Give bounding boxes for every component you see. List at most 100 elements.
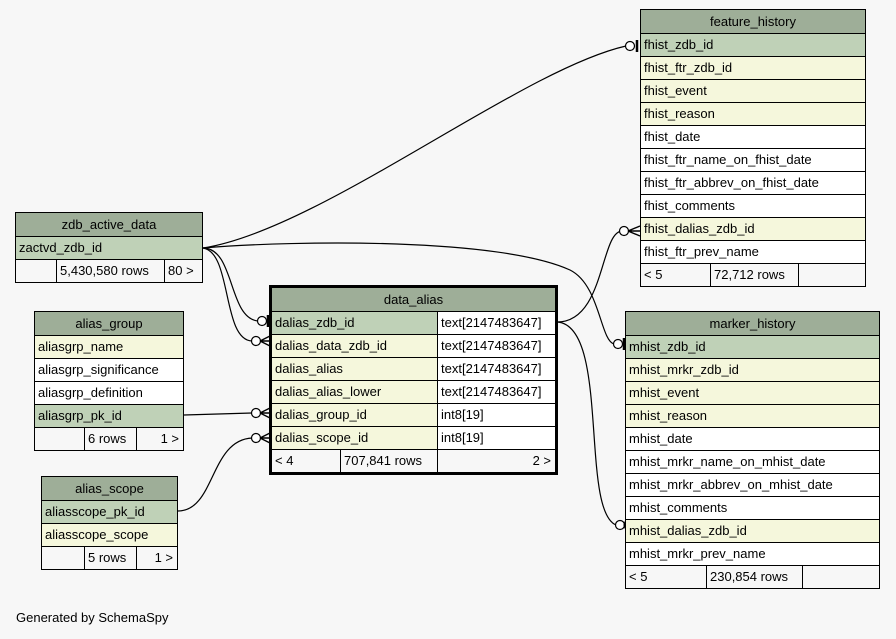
table-alias-scope[interactable]: alias_scope aliasscope_pk_id aliasscope_… xyxy=(41,476,178,570)
generated-by-label: Generated by SchemaSpy xyxy=(16,610,169,625)
table-title[interactable]: feature_history xyxy=(641,10,865,34)
column-name: mhist_dalias_zdb_id xyxy=(629,523,747,538)
children-count[interactable]: 80 > xyxy=(164,260,202,282)
column-name: dalias_alias xyxy=(275,361,343,376)
parents-count[interactable]: < 5 xyxy=(629,569,648,584)
parents-count xyxy=(16,260,56,282)
row-count: 5 rows xyxy=(84,547,136,569)
column-row[interactable]: mhist_zdb_id xyxy=(626,336,879,359)
children-count xyxy=(798,264,865,286)
table-feature-history[interactable]: feature_history fhist_zdb_id fhist_ftr_z… xyxy=(640,9,866,287)
column-row[interactable]: aliasgrp_name xyxy=(35,336,183,359)
column-name: fhist_date xyxy=(644,129,701,144)
column-name: fhist_dalias_zdb_id xyxy=(644,221,755,236)
column-row[interactable]: dalias_alias_lower text[2147483647] xyxy=(272,381,555,404)
column-row[interactable]: aliasgrp_significance xyxy=(35,359,183,382)
column-row[interactable]: dalias_scope_id int8[19] xyxy=(272,427,555,450)
table-footer: 5,430,580 rows 80 > xyxy=(16,260,202,282)
column-row[interactable]: mhist_dalias_zdb_id xyxy=(626,520,879,543)
column-row[interactable]: aliasgrp_pk_id xyxy=(35,405,183,428)
children-count[interactable]: 1 > xyxy=(136,428,183,450)
column-name: dalias_scope_id xyxy=(275,430,369,445)
edge-zdb-active-to-dalias-data-zdb-id xyxy=(202,247,253,342)
column-row[interactable]: fhist_ftr_prev_name xyxy=(641,241,865,264)
table-title[interactable]: marker_history xyxy=(626,312,879,336)
column-row[interactable]: fhist_ftr_abbrev_on_fhist_date xyxy=(641,172,865,195)
table-title[interactable]: data_alias xyxy=(272,288,555,312)
column-name: fhist_ftr_prev_name xyxy=(644,244,759,259)
zero-marker xyxy=(614,519,626,531)
column-row[interactable]: mhist_date xyxy=(626,428,879,451)
column-row[interactable]: mhist_mrkr_abbrev_on_mhist_date xyxy=(626,474,879,497)
column-row[interactable]: aliasscope_pk_id xyxy=(42,501,177,524)
column-name: dalias_data_zdb_id xyxy=(275,338,388,353)
table-title[interactable]: zdb_active_data xyxy=(16,213,202,237)
edge-alias-group-to-dalias-group-id xyxy=(183,412,253,416)
column-row[interactable]: dalias_group_id int8[19] xyxy=(272,404,555,427)
parents-count[interactable]: < 5 xyxy=(644,267,663,282)
children-count xyxy=(802,566,879,588)
table-footer: 5 rows 1 > xyxy=(42,547,177,569)
row-count: 6 rows xyxy=(84,428,136,450)
column-row[interactable]: dalias_alias text[2147483647] xyxy=(272,358,555,381)
column-row[interactable]: dalias_zdb_id text[2147483647] xyxy=(272,312,555,335)
column-row[interactable]: dalias_data_zdb_id text[2147483647] xyxy=(272,335,555,358)
column-name: aliasgrp_significance xyxy=(38,362,159,377)
column-type: text[2147483647] xyxy=(437,335,555,357)
column-row[interactable]: fhist_zdb_id xyxy=(641,34,865,57)
column-type: text[2147483647] xyxy=(437,381,555,403)
column-name: mhist_mrkr_prev_name xyxy=(629,546,766,561)
column-name: fhist_zdb_id xyxy=(644,37,714,52)
column-name: aliasscope_scope xyxy=(45,527,149,542)
zero-marker xyxy=(250,432,262,444)
table-title[interactable]: alias_scope xyxy=(42,477,177,501)
column-name: dalias_alias_lower xyxy=(275,384,382,399)
column-row[interactable]: fhist_ftr_zdb_id xyxy=(641,57,865,80)
table-zdb-active-data[interactable]: zdb_active_data zactvd_zdb_id 5,430,580 … xyxy=(15,212,203,283)
column-row[interactable]: fhist_ftr_name_on_fhist_date xyxy=(641,149,865,172)
column-name: mhist_event xyxy=(629,385,700,400)
edge-zdb-active-to-fhist-zdb-id xyxy=(202,45,627,249)
column-name: mhist_date xyxy=(629,431,693,446)
column-name: fhist_reason xyxy=(644,106,715,121)
column-row[interactable]: zactvd_zdb_id xyxy=(16,237,202,260)
table-data-alias[interactable]: data_alias dalias_zdb_id text[2147483647… xyxy=(269,285,558,475)
row-count: 230,854 rows xyxy=(706,566,802,588)
column-type: int8[19] xyxy=(437,404,555,426)
table-footer: < 5 230,854 rows xyxy=(626,566,879,588)
column-row[interactable]: mhist_event xyxy=(626,382,879,405)
zero-marker xyxy=(624,40,636,52)
children-count[interactable]: 1 > xyxy=(136,547,177,569)
column-row[interactable]: mhist_mrkr_zdb_id xyxy=(626,359,879,382)
column-row[interactable]: fhist_comments xyxy=(641,195,865,218)
zero-marker xyxy=(256,315,268,327)
column-row[interactable]: mhist_comments xyxy=(626,497,879,520)
column-row[interactable]: aliasgrp_definition xyxy=(35,382,183,405)
column-row[interactable]: mhist_mrkr_prev_name xyxy=(626,543,879,566)
crowfoot-marker xyxy=(627,225,641,237)
column-name: fhist_ftr_abbrev_on_fhist_date xyxy=(644,175,819,190)
column-name: aliasgrp_name xyxy=(38,339,124,354)
column-name: aliasscope_pk_id xyxy=(45,504,145,519)
zero-marker xyxy=(250,407,262,419)
column-row[interactable]: mhist_mrkr_name_on_mhist_date xyxy=(626,451,879,474)
column-row[interactable]: fhist_event xyxy=(641,80,865,103)
column-row[interactable]: aliasscope_scope xyxy=(42,524,177,547)
column-type: text[2147483647] xyxy=(437,358,555,380)
column-type: text[2147483647] xyxy=(437,312,555,334)
column-row[interactable]: fhist_reason xyxy=(641,103,865,126)
parents-count[interactable]: < 4 xyxy=(275,453,294,468)
column-name: mhist_mrkr_name_on_mhist_date xyxy=(629,454,826,469)
column-row[interactable]: fhist_date xyxy=(641,126,865,149)
column-type: int8[19] xyxy=(437,427,555,449)
table-marker-history[interactable]: marker_history mhist_zdb_id mhist_mrkr_z… xyxy=(625,311,880,589)
table-alias-group[interactable]: alias_group aliasgrp_name aliasgrp_signi… xyxy=(34,311,184,451)
column-row[interactable]: mhist_reason xyxy=(626,405,879,428)
table-title[interactable]: alias_group xyxy=(35,312,183,336)
column-name: mhist_comments xyxy=(629,500,728,515)
children-count[interactable]: 2 > xyxy=(437,450,555,472)
table-footer: < 5 72,712 rows xyxy=(641,264,865,286)
parents-count xyxy=(35,428,84,450)
column-row[interactable]: fhist_dalias_zdb_id xyxy=(641,218,865,241)
